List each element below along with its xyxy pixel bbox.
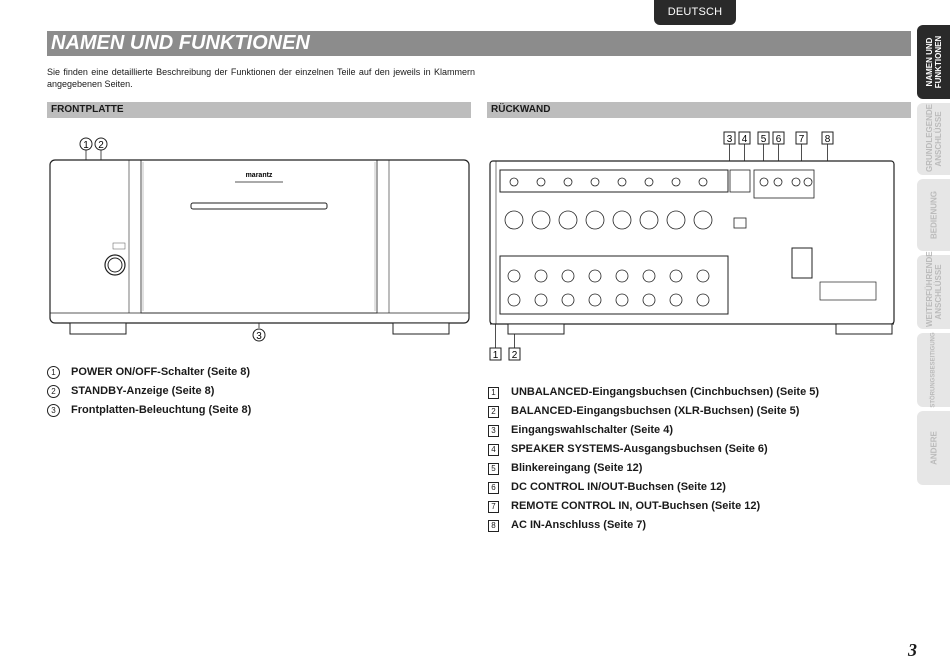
item-number: 6 <box>488 482 499 494</box>
front-callout: 3 <box>256 331 262 342</box>
rear-panel-heading-bar: RÜCKWAND <box>487 102 911 118</box>
list-item: 6 DC CONTROL IN/OUT-Buchsen (Seite 12) <box>488 481 912 500</box>
item-number: 2 <box>488 406 499 418</box>
page-number: 3 <box>908 640 917 660</box>
side-tab-label: BEDIENUNG <box>929 190 938 240</box>
front-callout: 1 <box>83 140 89 151</box>
rear-callout: 4 <box>742 134 748 145</box>
list-item: 2 STANDBY-Anzeige (Seite 8) <box>47 385 471 404</box>
list-item: 5 Blinkereingang (Seite 12) <box>488 462 912 481</box>
item-number: 4 <box>488 444 499 456</box>
rear-callout: 8 <box>825 134 831 145</box>
side-tab-label: WEITERFÜHRENDE ANSCHLÜSSE <box>924 251 943 327</box>
page-title: NAMEN UND FUNKTIONEN <box>51 32 310 54</box>
item-text: Eingangswahlschalter (Seite 4) <box>511 424 673 436</box>
item-number: 3 <box>47 404 60 417</box>
side-tab-bedienung[interactable]: BEDIENUNG <box>917 179 950 251</box>
rear-panel-list: 1 UNBALANCED-Eingangsbuchsen (Cinchbuchse… <box>488 386 912 538</box>
item-text: BALANCED-Eingangsbuchsen (XLR-Buchsen) (… <box>511 405 800 417</box>
item-text: DC CONTROL IN/OUT-Buchsen (Seite 12) <box>511 481 726 493</box>
side-tab-grundlegende-anschluesse[interactable]: GRUNDLEGENDE ANSCHLÜSSE <box>917 103 950 175</box>
side-tab-weiterfuehrende-anschluesse[interactable]: WEITERFÜHRENDE ANSCHLÜSSE <box>917 251 950 329</box>
rear-callout: 1 <box>493 350 499 361</box>
list-item: 4 SPEAKER SYSTEMS-Ausgangsbuchsen (Seite … <box>488 443 912 462</box>
intro-text: Sie finden eine detaillierte Beschreibun… <box>47 67 475 89</box>
item-number: 5 <box>488 463 499 475</box>
page-title-bar: NAMEN UND FUNKTIONEN <box>47 31 911 56</box>
list-item: 7 REMOTE CONTROL IN, OUT-Buchsen (Seite 1… <box>488 500 912 519</box>
rear-callout: 2 <box>512 350 518 361</box>
rear-callout: 5 <box>761 134 767 145</box>
front-panel-heading-bar: FRONTPLATTE <box>47 102 471 118</box>
list-item: 1 UNBALANCED-Eingangsbuchsen (Cinchbuchse… <box>488 386 912 405</box>
language-tab[interactable]: DEUTSCH <box>654 0 736 25</box>
side-tab-andere[interactable]: ANDERE <box>917 411 950 485</box>
side-tab-label: NAMEN UND FUNKTIONEN <box>924 35 943 89</box>
item-text: REMOTE CONTROL IN, OUT-Buchsen (Seite 12… <box>511 500 761 512</box>
front-panel-list: 1 POWER ON/OFF-Schalter (Seite 8) 2 STAN… <box>47 366 471 423</box>
rear-callout: 3 <box>727 134 733 145</box>
item-number: 8 <box>488 520 499 532</box>
list-item: 3 Frontplatten-Beleuchtung (Seite 8) <box>47 404 471 423</box>
list-item: 3 Eingangswahlschalter (Seite 4) <box>488 424 912 443</box>
item-text: Blinkereingang (Seite 12) <box>511 462 643 474</box>
list-item: 8 AC IN-Anschluss (Seite 7) <box>488 519 912 538</box>
side-tab-namen-und-funktionen[interactable]: NAMEN UND FUNKTIONEN <box>917 25 950 99</box>
item-number: 1 <box>488 387 499 399</box>
brand-logo: marantz <box>246 172 273 179</box>
item-number: 1 <box>47 366 60 379</box>
item-text: Frontplatten-Beleuchtung (Seite 8) <box>71 404 252 416</box>
item-text: UNBALANCED-Eingangsbuchsen (Cinchbuchsen… <box>511 386 820 398</box>
item-text: AC IN-Anschluss (Seite 7) <box>511 519 647 531</box>
rear-panel-heading: RÜCKWAND <box>491 104 551 115</box>
rear-panel-diagram: 3 4 5 6 7 8 1 2 <box>486 130 898 364</box>
front-panel-diagram: 1 2 3 marantz <box>45 135 475 347</box>
side-tab-label: STÖRUNGSBESEITIGUNG <box>930 332 936 408</box>
side-tab-label: GRUNDLEGENDE ANSCHLÜSSE <box>924 103 943 172</box>
item-text: SPEAKER SYSTEMS-Ausgangsbuchsen (Seite 6… <box>511 443 768 455</box>
item-number: 7 <box>488 501 499 513</box>
front-callout: 2 <box>98 140 104 151</box>
side-tab-label: ANDERE <box>929 431 938 465</box>
item-number: 3 <box>488 425 499 437</box>
list-item: 1 POWER ON/OFF-Schalter (Seite 8) <box>47 366 471 385</box>
list-item: 2 BALANCED-Eingangsbuchsen (XLR-Buchsen) … <box>488 405 912 424</box>
rear-callout: 7 <box>799 134 805 145</box>
item-text: STANDBY-Anzeige (Seite 8) <box>71 385 215 397</box>
front-panel-heading: FRONTPLATTE <box>51 104 124 115</box>
rear-callout: 6 <box>776 134 782 145</box>
side-tab-stoerungsbeseitigung[interactable]: STÖRUNGSBESEITIGUNG <box>917 332 950 408</box>
item-number: 2 <box>47 385 60 398</box>
item-text: POWER ON/OFF-Schalter (Seite 8) <box>71 366 251 378</box>
